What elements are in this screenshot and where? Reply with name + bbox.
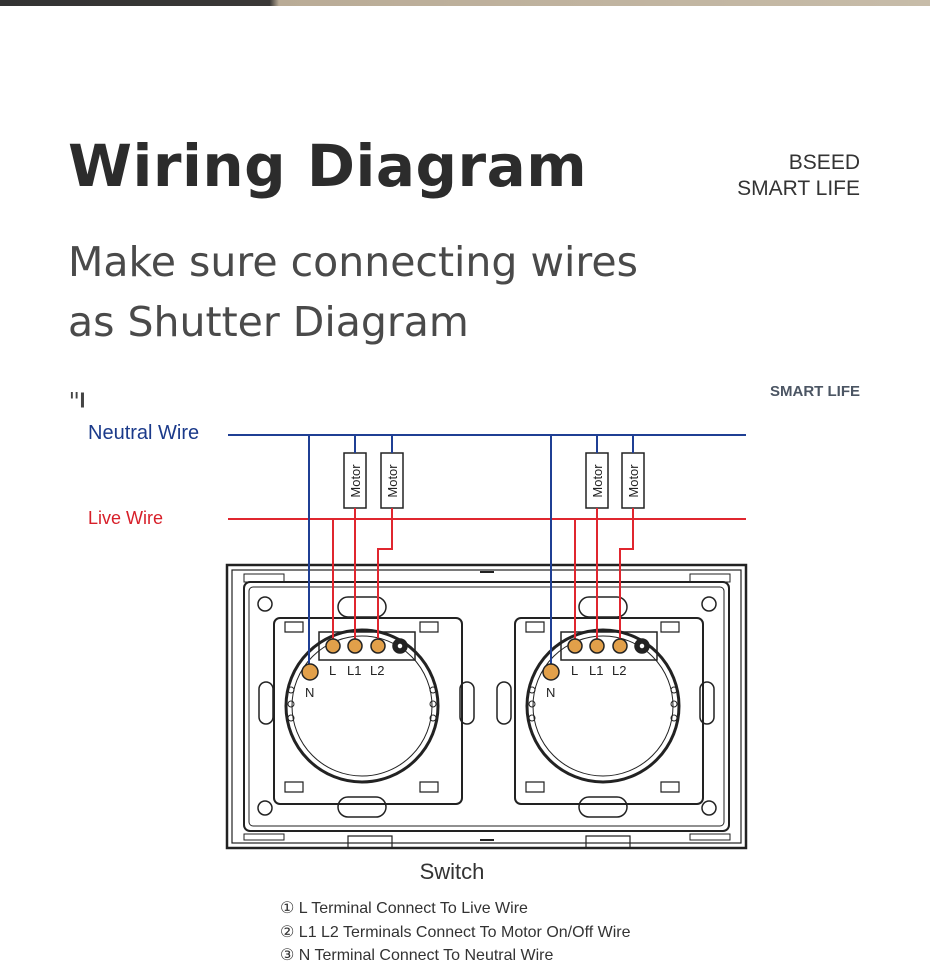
live-wire-label: Live Wire <box>88 508 163 528</box>
terminal-label-n-right: N <box>546 685 555 700</box>
switch-label: Switch <box>420 859 485 884</box>
motor-label-2: Motor <box>385 464 400 498</box>
subtitle-line-1: Make sure connecting wires <box>68 238 638 286</box>
legend: ① L Terminal Connect To Live Wire ② L1 L… <box>280 897 631 968</box>
legend-item-1: ① L Terminal Connect To Live Wire <box>280 900 528 917</box>
terminal-label-l-right: L <box>571 663 578 678</box>
brand-line-1: BSEED <box>788 151 860 174</box>
switch-module-left <box>273 596 463 818</box>
subtitle-line-2: as Shutter Diagram <box>68 298 469 346</box>
brand-line-2: SMART LIFE <box>737 177 860 200</box>
switch-module-right <box>514 596 704 818</box>
neutral-wire-label: Neutral Wire <box>88 422 199 444</box>
smart-life-tag: SMART LIFE <box>770 383 860 400</box>
subtitle: Make sure connecting wires as Shutter Di… <box>68 232 638 352</box>
terminal-label-l2-right: L2 <box>612 663 626 678</box>
neutral-connections <box>308 435 634 668</box>
motor-label-3: Motor <box>590 464 605 498</box>
terminal-label-l1-left: L1 <box>347 663 361 678</box>
legend-item-2: ② L1 L2 Terminals Connect To Motor On/Of… <box>280 923 631 941</box>
motor-label-4: Motor <box>626 464 641 498</box>
page-title: Wiring Diagram <box>68 132 588 200</box>
terminals-left <box>301 638 408 681</box>
terminal-label-l-left: L <box>329 663 336 678</box>
top-banner-strip <box>0 0 930 6</box>
corner-mark: ᴵᴵǀ <box>70 389 87 408</box>
brand-logo: BSEED SMART LIFE <box>737 150 860 202</box>
legend-item-3: ③ N Terminal Connect To Neutral Wire <box>280 947 554 964</box>
terminal-label-l2-left: L2 <box>370 663 384 678</box>
terminal-label-l1-right: L1 <box>589 663 603 678</box>
live-connections <box>332 508 634 646</box>
switch-frame <box>225 563 748 850</box>
terminals-right <box>542 638 650 681</box>
terminal-label-n-left: N <box>305 685 314 700</box>
motor-label-1: Motor <box>348 464 363 498</box>
